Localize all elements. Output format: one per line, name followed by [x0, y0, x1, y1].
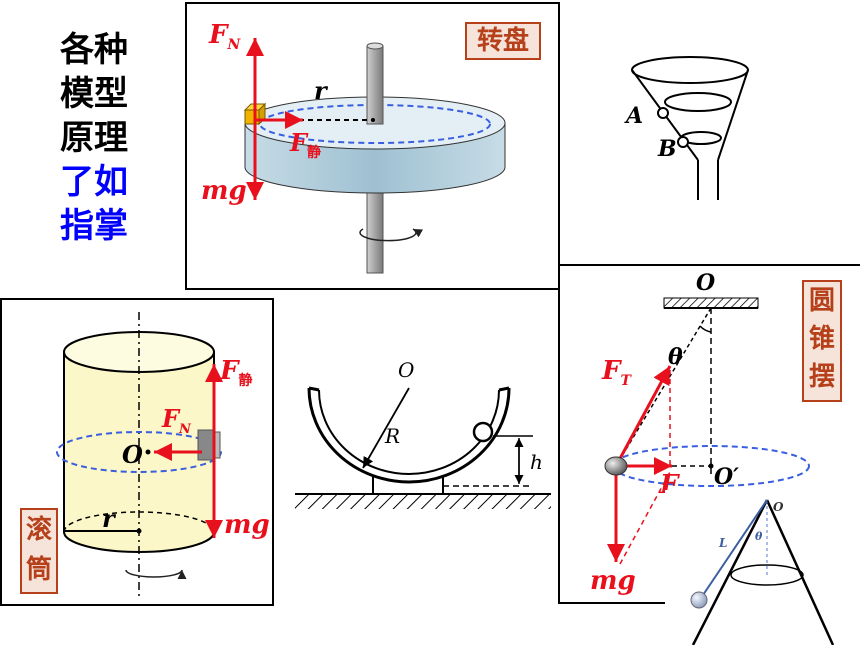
bowl-r-label: R — [385, 424, 401, 448]
funnel-label-b: B — [658, 136, 677, 162]
drum-fstatic-label: F静 — [220, 356, 253, 390]
drum-mg-label: mg — [224, 510, 270, 540]
pendulum-ball — [604, 456, 628, 476]
drum-orbit — [56, 431, 222, 473]
bowl-drawing — [295, 386, 551, 509]
drum-panel: F静 FN O r mg 滚 筒 — [0, 298, 274, 606]
drum-o-label: O — [122, 440, 143, 469]
funnel-ball-a — [657, 107, 669, 119]
pendulum-ft-label: FT — [602, 356, 631, 390]
funnel-ball-b — [677, 136, 689, 148]
turntable-rod-upper — [366, 45, 384, 125]
small-cone-ball — [690, 591, 708, 609]
bowl-shape — [307, 387, 511, 484]
pendulum-string — [615, 307, 712, 467]
bowl-ball — [472, 421, 494, 443]
heading-line-5: 指掌 — [60, 206, 128, 246]
small-cone-theta-label: θ — [755, 530, 763, 543]
pendulum-mg-label: mg — [590, 566, 636, 596]
drum-block — [197, 429, 215, 461]
funnel-drawing — [631, 56, 749, 200]
drum-drawing — [56, 312, 223, 600]
heading-line-3: 原理 — [60, 118, 128, 158]
heading-line-2: 模型 — [60, 74, 128, 114]
drum-fn-label: FN — [162, 404, 191, 437]
small-cone-l-label: L — [719, 536, 728, 550]
pendulum-tension-arrow — [614, 365, 672, 467]
drum-r-label: r — [102, 504, 115, 533]
funnel-label-a: A — [626, 103, 644, 129]
pendulum-drawing — [604, 297, 810, 565]
turntable-orbit — [259, 104, 491, 144]
turntable-rotation-arrow — [359, 228, 424, 242]
pendulum-o-label: O — [696, 270, 716, 296]
bowl-o-label: O — [398, 358, 415, 382]
turntable-mg-label: mg — [201, 176, 247, 206]
small-cone-drawing — [690, 499, 835, 645]
drum-rotation-arrow — [125, 569, 187, 580]
heading: 各种 模型 原理 了如 指掌 — [60, 28, 128, 248]
heading-line-4: 了如 — [60, 162, 128, 202]
turntable-fstatic-label: F静 — [290, 128, 322, 161]
small-cone-o-label: O — [773, 500, 784, 514]
turntable-drawing — [243, 38, 506, 274]
turntable-r-label: r — [314, 76, 327, 105]
turntable-stamp: 转盘 — [465, 22, 541, 60]
turntable-fn-label: FN — [209, 20, 241, 54]
pendulum-theta-label: θ — [668, 344, 683, 370]
heading-line-1: 各种 — [60, 30, 128, 70]
turntable-panel: FN r F静 mg 转盘 — [185, 2, 560, 290]
pendulum-stamp: 圆 锥 摆 — [802, 280, 842, 402]
small-cone-string — [700, 499, 768, 599]
turntable-rod-lower — [366, 188, 384, 274]
small-cone-panel: O L θ — [665, 490, 860, 645]
drum-stamp: 滚 筒 — [20, 508, 58, 594]
pendulum-o-prime-label: O′ — [714, 464, 739, 490]
bowl-h-label: h — [530, 450, 543, 474]
